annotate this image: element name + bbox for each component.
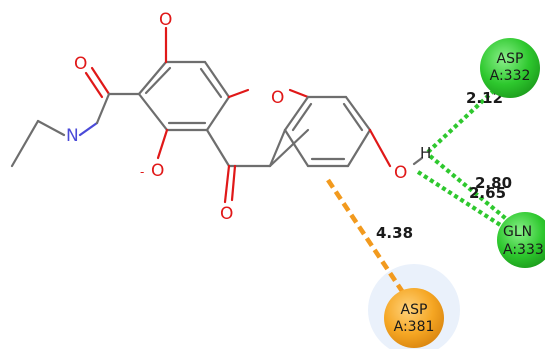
pi-anion-asp381-line: [326, 178, 414, 308]
molecule-bonds: [10, 26, 424, 204]
atom-labels: O O N O - O O O H: [66, 10, 431, 224]
residue-disc-asp381: [384, 288, 444, 348]
residue-id-gln333: A:333: [503, 242, 544, 258]
hbond-asp332-line: [426, 80, 505, 154]
distance-gln333-a: 2.80: [475, 174, 512, 192]
hbond-gln333-line-b: [428, 154, 512, 224]
distance-asp381: 4.38: [376, 224, 413, 242]
distance-gln333-b: 2.65: [469, 184, 506, 202]
distance-asp332: 2.12: [466, 89, 503, 107]
residue-id-asp381: A:381: [394, 319, 435, 335]
residue-asp381[interactable]: ASP A:381: [384, 288, 444, 348]
interaction-lines: [326, 80, 512, 308]
atom-o-ketone: O: [220, 204, 233, 224]
residue-id-asp332: A:332: [490, 68, 531, 84]
atom-h-right: H: [420, 144, 431, 162]
residue-disc-gln333: [497, 212, 545, 268]
atom-o-top: O: [159, 10, 172, 30]
atom-o-phenolate: O: [151, 161, 164, 181]
atom-o-right: O: [394, 163, 407, 183]
residue-name-asp332: ASP: [497, 51, 524, 67]
atom-o-ring: O: [271, 88, 284, 108]
residue-gln333[interactable]: GLN A:333: [497, 212, 545, 268]
atom-n-amide: N: [66, 126, 79, 146]
atom-o-amide: O: [74, 54, 87, 74]
residue-disc-asp332: [480, 38, 540, 98]
distance-labels: 2.12 2.80 2.65 4.38: [376, 89, 512, 242]
phenolate-charge: -: [140, 165, 144, 179]
residue-name-asp381: ASP: [401, 302, 428, 318]
residue-asp332[interactable]: ASP A:332: [480, 38, 540, 98]
hbond-gln333-line-a: [416, 170, 507, 230]
residue-name-gln333: GLN: [503, 224, 532, 240]
